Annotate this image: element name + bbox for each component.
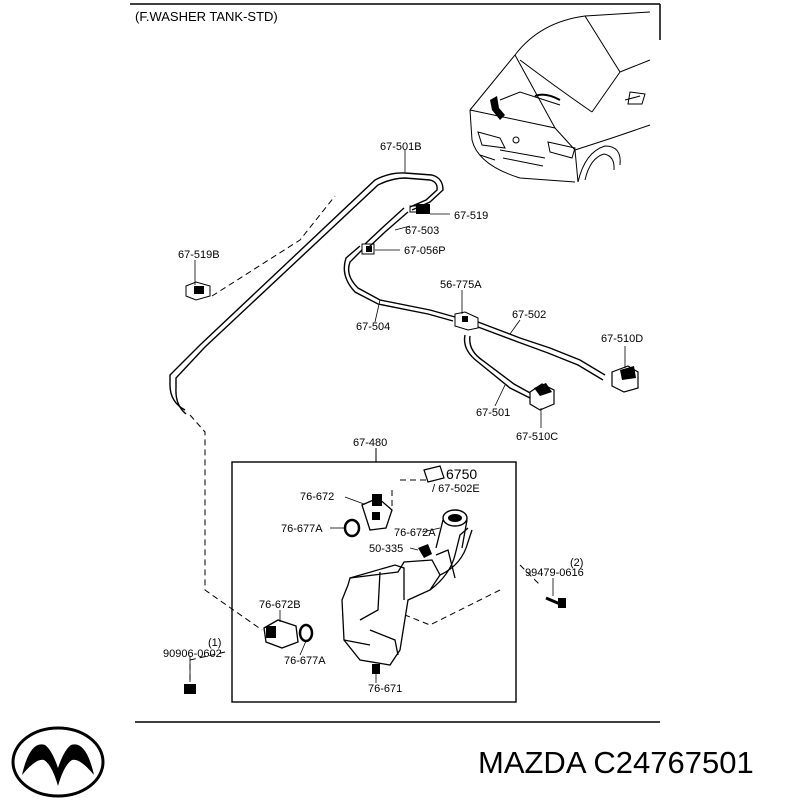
label-67-056P: 67-056P	[404, 245, 446, 257]
label-76-671: 76-671	[368, 683, 402, 695]
label-90906-qty: (1)	[208, 637, 221, 649]
reservoir-assembly-box	[231, 461, 517, 703]
clip-50-335	[418, 544, 432, 558]
label-67-504: 67-504	[356, 321, 390, 333]
hoses	[169, 172, 606, 415]
drain-plug-76-671	[372, 664, 380, 674]
washer-nozzle-center	[529, 383, 555, 411]
part-6750-icon	[423, 465, 445, 483]
label-76-677A-top: 76-677A	[281, 523, 323, 535]
washer-pump	[361, 494, 393, 531]
label-76-677A-bottom: 76-677A	[284, 655, 326, 667]
label-67-501: 67-501	[476, 407, 510, 419]
frame	[130, 3, 661, 723]
label-76-672B: 76-672B	[259, 599, 301, 611]
leader-lines	[189, 150, 626, 683]
connectors	[185, 204, 479, 331]
label-67-519B: 67-519B	[178, 249, 220, 261]
label-99479-qty: (2)	[570, 557, 583, 569]
car-illustration	[469, 11, 651, 183]
filler-neck	[435, 509, 468, 549]
label-76-672: 76-672	[300, 491, 334, 503]
part-number-text: MAZDA C24767501	[478, 745, 754, 780]
label-67-510C: 67-510C	[516, 431, 558, 443]
bolt-99479	[545, 596, 566, 608]
label-67-510D: 67-510D	[601, 333, 643, 345]
label-67-502: 67-502	[512, 309, 546, 321]
label-90906-0602: 90906-0602	[163, 648, 222, 660]
washer-tank	[341, 527, 473, 666]
label-56-775A: 56-775A	[440, 279, 482, 291]
label-6750: 6750	[446, 466, 477, 482]
washer-tank-highlight-icon	[490, 96, 505, 120]
mazda-logo-icon	[11, 726, 105, 798]
section-title: (F.WASHER TANK-STD)	[135, 9, 278, 24]
label-67-502E: / 67-502E	[432, 483, 480, 495]
label-67-519: 67-519	[454, 210, 488, 222]
grommet-76-677A-top	[343, 518, 361, 538]
label-67-503: 67-503	[405, 225, 439, 237]
label-67-501B: 67-501B	[380, 141, 422, 153]
label-99479-0616: 99479-0616	[525, 567, 584, 579]
washer-nozzle-right	[611, 365, 639, 393]
label-76-672A: 76-672A	[394, 527, 436, 539]
label-67-480: 67-480	[353, 437, 387, 449]
nut-90906	[184, 684, 196, 694]
label-50-335: 50-335	[369, 543, 403, 555]
